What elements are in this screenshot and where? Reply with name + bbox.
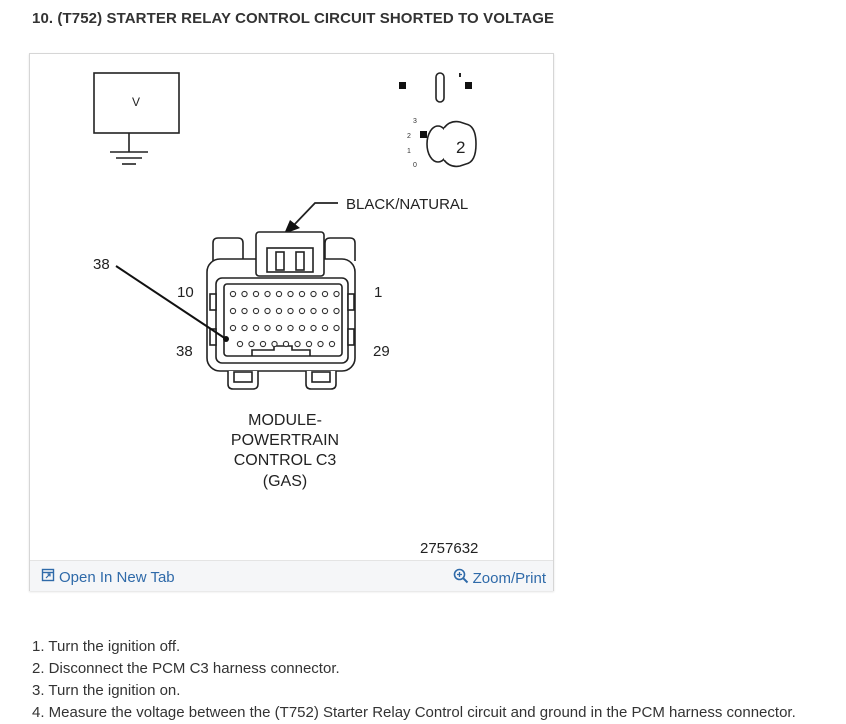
figure-id: 2757632 [420,540,478,557]
connector-pin [271,340,278,348]
pin-label-bottom-right: 29 [373,343,390,360]
connector-pin [275,324,283,332]
connector-pin [252,307,260,315]
arrow-head-icon [284,220,300,234]
ignition-mark-2: 2 [407,133,411,140]
pin-label-bottom-left: 38 [176,343,193,360]
connector-pin [252,290,260,298]
connector-pin [264,324,271,332]
connector-caption-line-4: (GAS) [263,473,307,490]
instruction-list: 1. Turn the ignition off. 2. Disconnect … [32,636,796,724]
open-in-new-tab-label: Open In New Tab [59,568,175,586]
connector-pin [298,324,306,332]
new-tab-icon [41,568,55,586]
instruction-step: 3. Turn the ignition on. [32,682,181,699]
ignition-mark-3: 3 [413,118,417,125]
connector-pin [248,340,255,348]
connector-pin [236,340,244,348]
connector-pin [229,290,237,298]
connector-pin [241,324,248,332]
meter-label: V [132,95,140,109]
connector-pin [252,324,260,332]
diagram-figure: V 3 2 1 0 2 BLACK/NATURAL [29,53,554,591]
connector-pin [282,340,290,348]
connector-pin [294,340,301,348]
connector-pin [264,307,271,315]
figure-toolbar: Open In New Tab Zoom/Print [30,560,553,591]
voltmeter-icon [93,72,180,165]
connector-pin [298,290,306,298]
connector-pin [333,290,340,298]
zoom-icon [453,568,469,588]
step-title: 10. (T752) STARTER RELAY CONTROL CIRCUIT… [32,10,555,27]
pin-label-top-left: 10 [177,284,194,301]
pin-38-lead [115,265,229,342]
ignition-switch-icon [399,72,477,168]
connector-pin [310,324,317,332]
connector-pin [287,307,294,315]
connector-pin [298,307,306,315]
connector-caption-line-2: POWERTRAIN [231,432,339,449]
connector-pin [305,340,313,348]
connector-pin-grid [229,290,340,348]
connector-pin [229,324,237,332]
connector-pin [241,290,248,298]
ignition-mark-1: 1 [407,148,411,155]
connector-caption-line-1: MODULE- [248,412,322,429]
connector-pin [229,307,237,315]
open-in-new-tab-link[interactable]: Open In New Tab [41,568,175,586]
connector-pin [321,307,329,315]
connector-pin [287,324,294,332]
connector-pin [264,290,271,298]
connector-pin [275,307,283,315]
zoom-print-link[interactable]: Zoom/Print [453,568,546,588]
wire-color-label: BLACK/NATURAL [346,196,468,213]
connector-pin [333,324,340,332]
instruction-step: 1. Turn the ignition off. [32,638,181,655]
pin-label-lead: 38 [93,256,110,273]
pin-label-top-right: 1 [374,284,382,301]
connector-pin [287,290,294,298]
connector-caption-line-3: CONTROL C3 [234,452,337,469]
instruction-step: 2. Disconnect the PCM C3 harness connect… [32,660,340,677]
connector-pin [321,290,329,298]
connector-pin [310,290,317,298]
connector-pin [328,340,336,348]
connector-pin [259,340,267,348]
ignition-mark-0: 0 [413,162,417,169]
connector-pin [333,307,340,315]
wire-callout-arrow [292,202,338,227]
connector-pin [321,324,329,332]
instruction-step: 4. Measure the voltage between the (T752… [32,704,796,721]
wiring-diagram: V 3 2 1 0 2 BLACK/NATURAL [93,72,478,557]
connector-pin [310,307,317,315]
connector-pin [275,290,283,298]
zoom-print-label: Zoom/Print [472,569,546,587]
connector-pin [241,307,248,315]
ignition-position: 2 [456,138,465,157]
connector-pin [317,340,324,348]
